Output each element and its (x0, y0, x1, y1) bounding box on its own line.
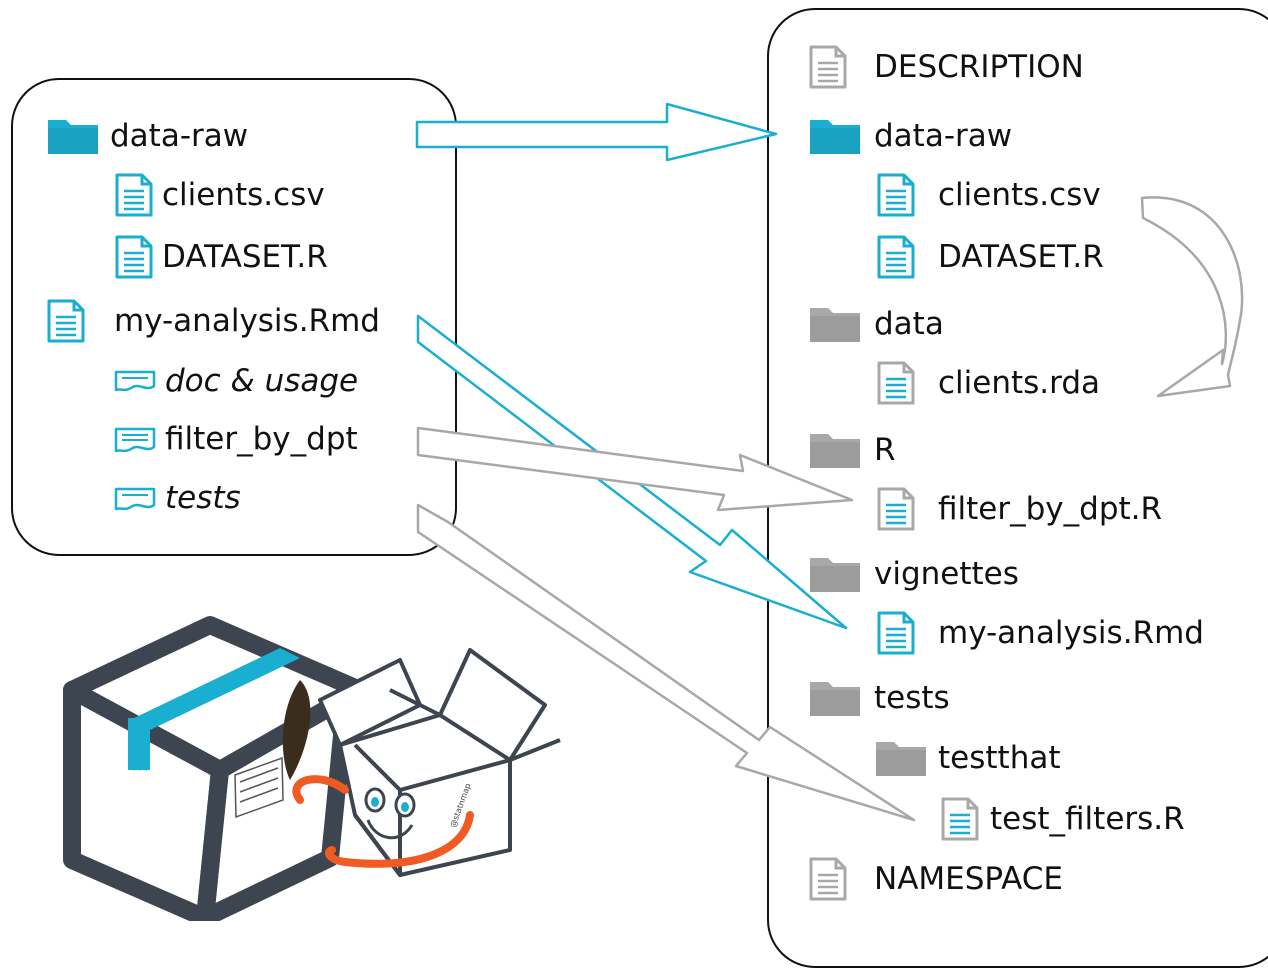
file-icon (877, 361, 915, 405)
left-chunk-tests[interactable]: tests (113, 483, 241, 514)
right-folder-vignettes[interactable]: vignettes (808, 554, 1019, 594)
right-folder-tests-label: tests (874, 679, 950, 716)
small-box-mascot-icon: @statnmap (318, 648, 561, 877)
left-chunk-tests-label: tests (165, 480, 241, 516)
right-folder-vignettes-label: vignettes (874, 555, 1019, 592)
right-file-test-filters[interactable]: test_filters.R (940, 796, 1185, 842)
right-file-clients-csv[interactable]: clients.csv (876, 172, 1101, 218)
package-mascot-illustration: @statnmap (63, 616, 561, 921)
right-folder-data[interactable]: data (808, 304, 944, 344)
file-icon (877, 235, 915, 279)
right-file-my-analysis-label: my-analysis.Rmd (938, 614, 1204, 651)
left-chunk-filter-label: filter_by_dpt (165, 421, 358, 457)
right-file-description[interactable]: DESCRIPTION (808, 44, 1084, 90)
right-folder-testthat[interactable]: testthat (874, 738, 1061, 778)
right-folder-data-raw-label: data-raw (874, 117, 1013, 154)
right-file-clients-rda[interactable]: clients.rda (876, 360, 1100, 406)
file-icon (877, 173, 915, 217)
left-file-dataset-r-label: DATASET.R (162, 238, 328, 275)
left-chunk-doc-usage-label: doc & usage (165, 363, 359, 399)
right-file-dataset-r-label: DATASET.R (938, 238, 1104, 275)
right-folder-data-label: data (874, 305, 944, 342)
right-folder-tests[interactable]: tests (808, 678, 950, 718)
file-icon (809, 45, 847, 89)
right-file-test-filters-label: test_filters.R (990, 800, 1185, 837)
right-file-my-analysis[interactable]: my-analysis.Rmd (876, 610, 1204, 656)
right-file-dataset-r[interactable]: DATASET.R (876, 234, 1104, 280)
folder-icon (810, 682, 860, 716)
orange-arm-left (292, 775, 349, 804)
right-file-filter-r-label: filter_by_dpt.R (938, 490, 1163, 527)
file-icon (115, 235, 153, 279)
code-chunk-icon (114, 427, 156, 452)
folder-icon (810, 120, 860, 154)
left-file-my-analysis[interactable]: my-analysis.Rmd (46, 298, 380, 344)
folder-icon (876, 742, 926, 776)
left-file-clients-csv-label: clients.csv (162, 176, 325, 213)
left-chunk-filter[interactable]: filter_by_dpt (113, 424, 358, 455)
right-file-clients-csv-label: clients.csv (938, 176, 1101, 213)
left-folder-data-raw-label: data-raw (110, 117, 249, 154)
file-icon (941, 797, 979, 841)
orange-arm-right (324, 811, 474, 868)
file-icon (809, 857, 847, 901)
big-box-icon (63, 616, 369, 921)
right-file-description-label: DESCRIPTION (874, 48, 1084, 85)
left-file-dataset-r[interactable]: DATASET.R (114, 234, 328, 280)
left-panel-rmd-project (11, 78, 457, 556)
right-folder-r[interactable]: R (808, 430, 896, 470)
folder-icon (810, 434, 860, 468)
file-icon (877, 611, 915, 655)
file-icon (47, 299, 85, 343)
right-folder-testthat-label: testthat (938, 739, 1061, 776)
folder-icon (810, 308, 860, 342)
left-chunk-doc-usage[interactable]: doc & usage (113, 366, 358, 397)
file-icon (115, 173, 153, 217)
code-chunk-icon (114, 370, 156, 391)
file-icon (877, 487, 915, 531)
right-folder-data-raw[interactable]: data-raw (808, 116, 1012, 156)
left-file-clients-csv[interactable]: clients.csv (114, 172, 325, 218)
right-file-namespace-label: NAMESPACE (874, 860, 1064, 897)
folder-icon (810, 558, 860, 592)
code-chunk-icon (114, 487, 156, 510)
left-folder-data-raw[interactable]: data-raw (46, 116, 248, 156)
right-file-clients-rda-label: clients.rda (938, 364, 1101, 401)
folder-icon (48, 120, 98, 154)
right-file-filter-r[interactable]: filter_by_dpt.R (876, 486, 1162, 532)
left-file-my-analysis-label: my-analysis.Rmd (114, 302, 380, 339)
right-folder-r-label: R (874, 431, 896, 468)
quill-icon (282, 680, 311, 780)
right-file-namespace[interactable]: NAMESPACE (808, 856, 1063, 902)
